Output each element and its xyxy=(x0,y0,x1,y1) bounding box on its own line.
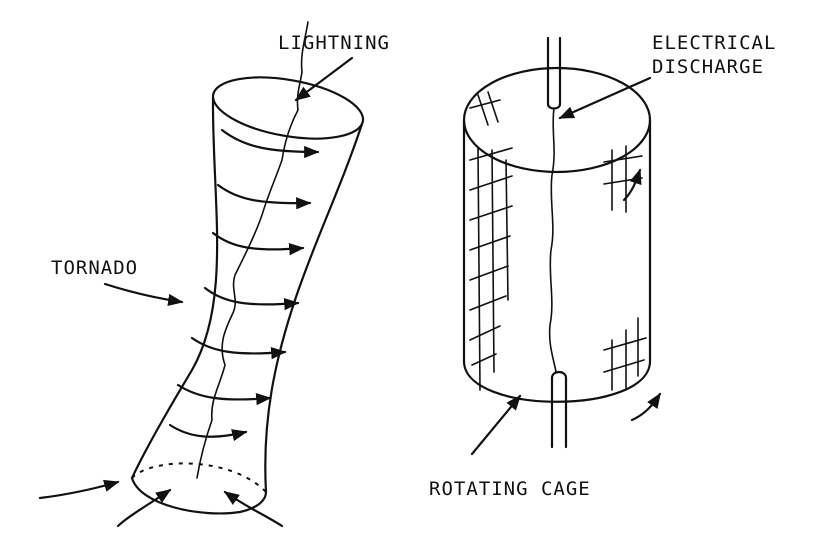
cage-rotation-arrow-right-top xyxy=(622,168,642,202)
discharge-leader-arrow xyxy=(558,76,652,120)
lightning-leader-arrow xyxy=(294,56,354,102)
tornado-right-edge xyxy=(264,122,364,494)
cage-bottom-arc xyxy=(462,360,652,403)
tornado-bottom-back xyxy=(131,462,267,493)
cage-grid-left xyxy=(469,147,513,391)
tornado-leader-arrow xyxy=(103,282,184,307)
lightning-label: LIGHTNING xyxy=(278,32,390,54)
cage-top-rod xyxy=(546,36,562,110)
cage-bottom-rod xyxy=(550,370,568,449)
electrical-discharge-label-line2: DISCHARGE xyxy=(652,56,764,78)
cage-rotation-arrow-right-bottom xyxy=(630,392,662,422)
cage-grid-top xyxy=(469,91,501,126)
electrical-discharge-label-line1: ELECTRICAL xyxy=(652,32,777,54)
tornado-label: TORNADO xyxy=(51,257,139,279)
rotating-cage-figure xyxy=(462,36,662,456)
tornado-bottom-front xyxy=(130,476,268,515)
tornado-inflow-arrows xyxy=(38,479,284,528)
rotating-cage-label: ROTATING CAGE xyxy=(429,478,591,500)
tornado-swirl-arrows xyxy=(168,128,320,442)
electrical-discharge-line xyxy=(548,107,557,373)
tornado-figure xyxy=(38,21,365,528)
cage-grid-right-lower xyxy=(603,317,647,391)
rotating-cage-leader-arrow xyxy=(470,394,522,456)
tornado-left-edge xyxy=(130,95,219,480)
tornado-top-ellipse xyxy=(211,76,365,140)
